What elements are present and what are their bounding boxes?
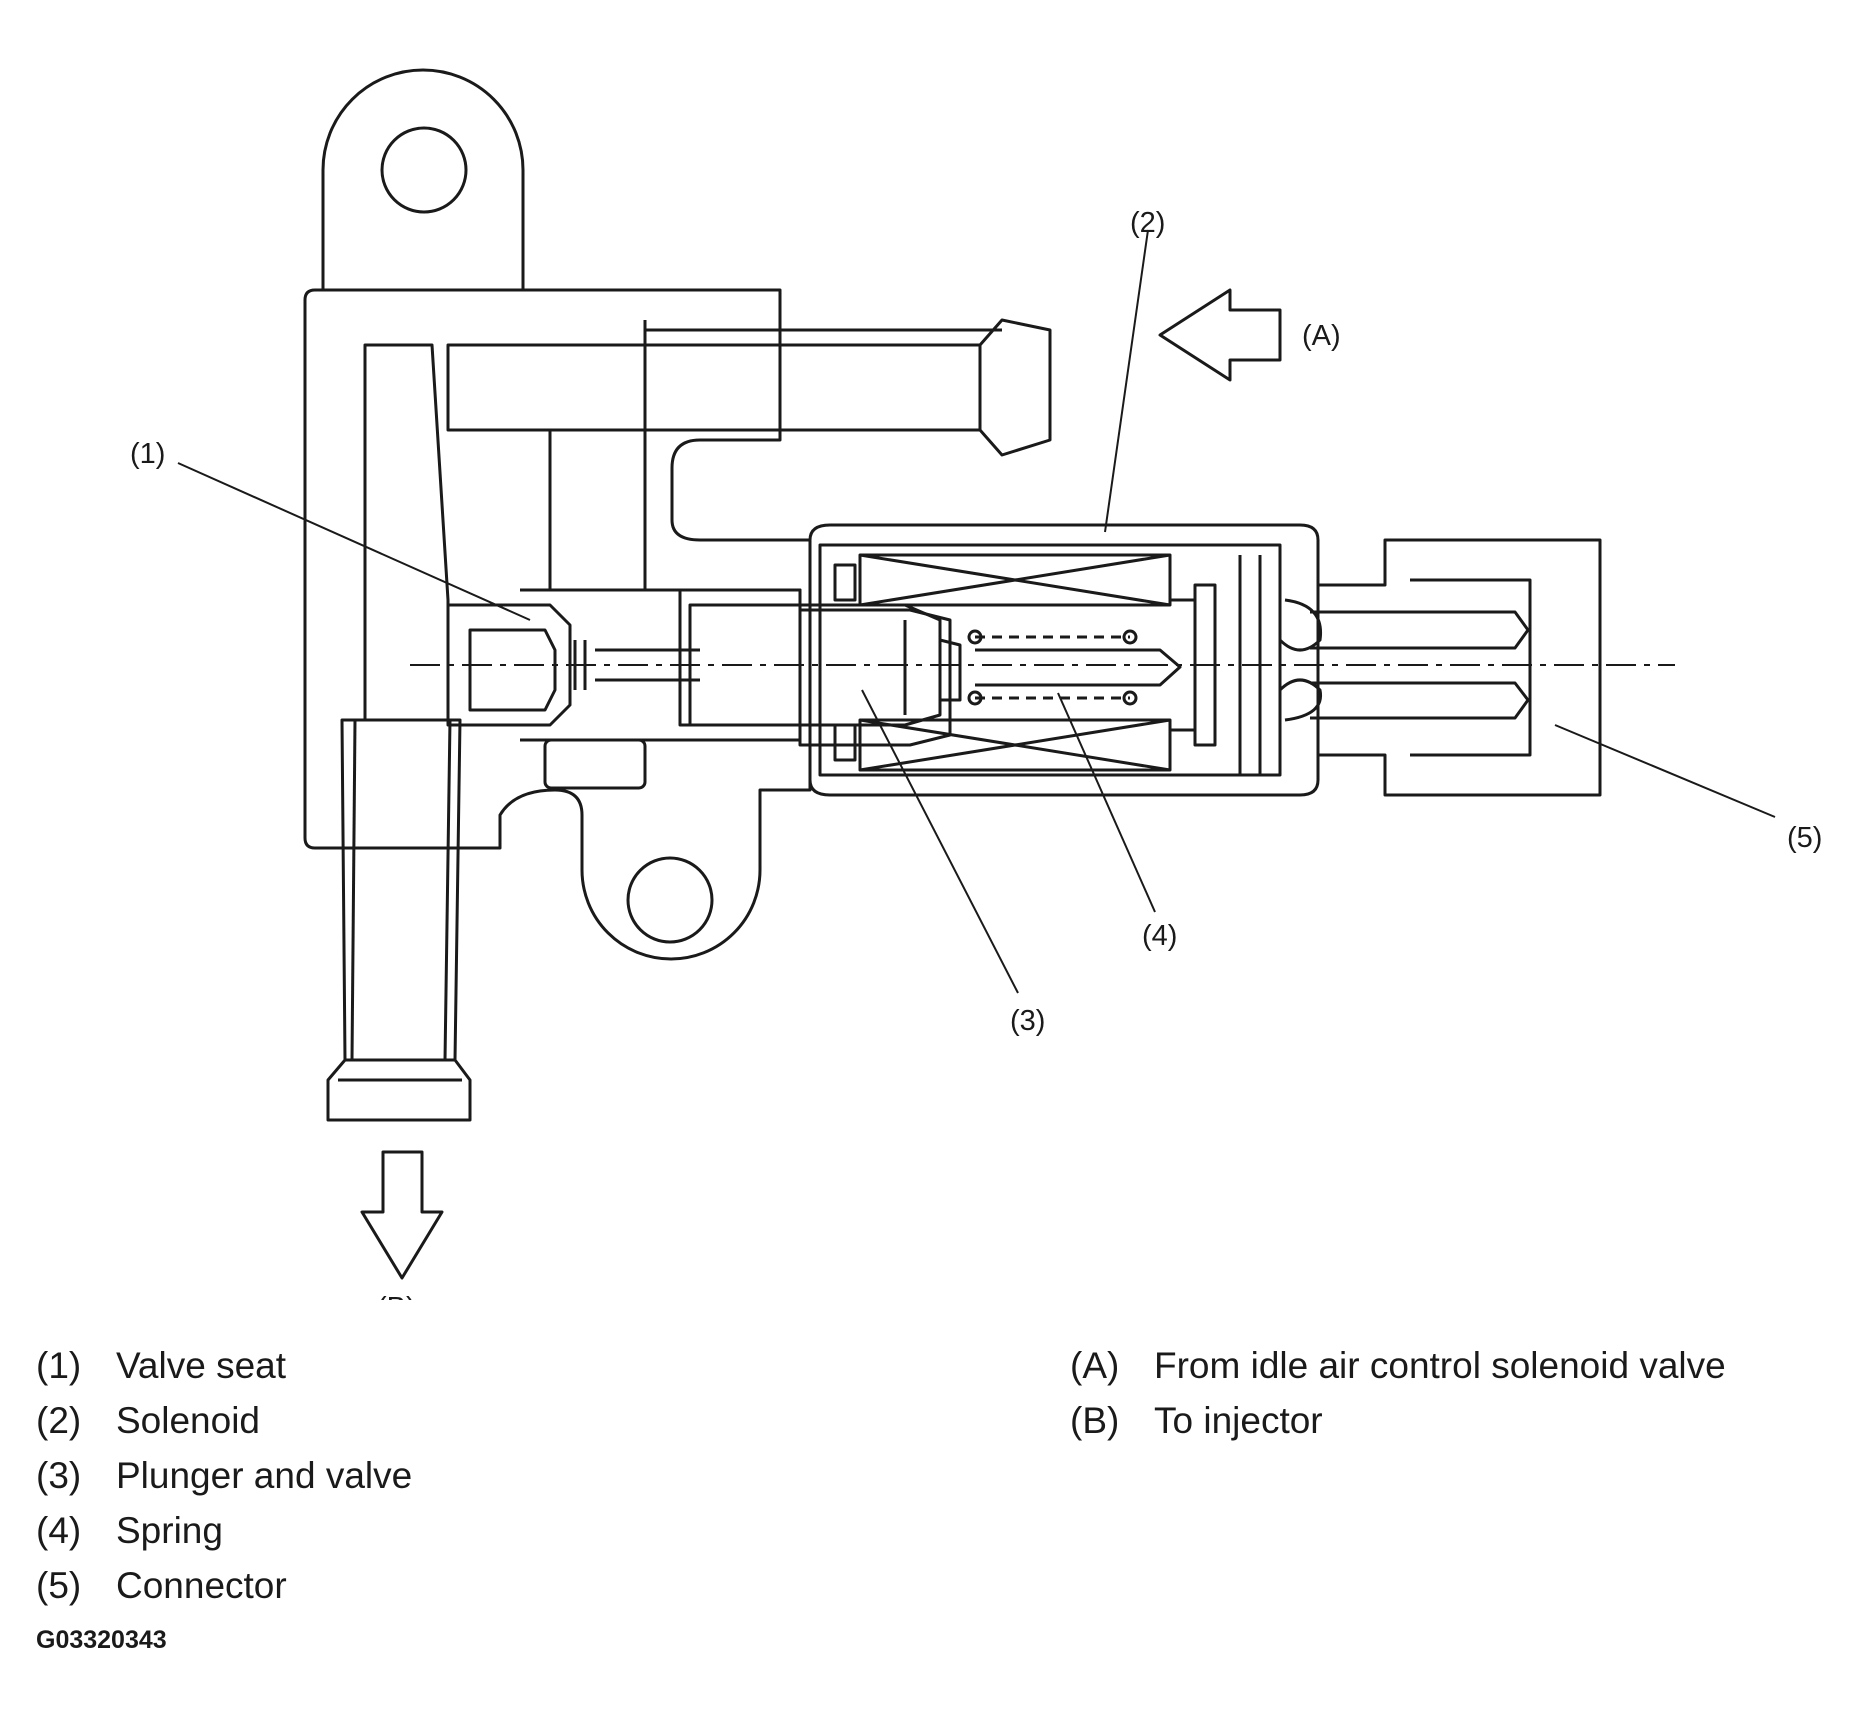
solenoid-valve-diagram: (1) (2) (A) (3) (4) (5) (B) (130, 68, 1822, 1300)
parts-legend: (1) Valve seat (2) Solenoid (3) Plunger … (36, 1338, 412, 1613)
valve-seat (446, 603, 572, 727)
solenoid-housing (808, 523, 1320, 797)
lower-mount-hole (626, 856, 714, 944)
flow-legend: (A) From idle air control solenoid valve… (1070, 1338, 1726, 1448)
valve-body (303, 288, 812, 961)
legend-key: (4) (36, 1510, 82, 1551)
outlet-hose (326, 718, 472, 1122)
legend-item: (3) Plunger and valve (36, 1448, 412, 1503)
legend-item: (B) To injector (1070, 1393, 1726, 1448)
legend-key: (1) (36, 1345, 82, 1386)
upper-mount-hole (380, 126, 468, 214)
legend-label: Valve seat (116, 1345, 287, 1386)
legend-key: (B) (1070, 1400, 1120, 1441)
leader-2 (1104, 229, 1149, 533)
callout-5: (5) (1787, 822, 1822, 854)
legend-label: To injector (1154, 1400, 1323, 1441)
legend-item: (A) From idle air control solenoid valve (1070, 1338, 1726, 1393)
legend-label: From idle air control solenoid valve (1154, 1345, 1726, 1386)
legend-item: (2) Solenoid (36, 1393, 412, 1448)
core-end-stop (1193, 583, 1217, 747)
leader-3 (861, 689, 1019, 994)
legend-key: (3) (36, 1455, 82, 1496)
legend-key: (2) (36, 1400, 82, 1441)
legend-label: Solenoid (116, 1400, 261, 1441)
upper-mount-ear (321, 68, 525, 290)
figure-id: G03320343 (36, 1626, 167, 1654)
connector-pin-upper (1310, 610, 1530, 650)
plunger (678, 588, 952, 747)
inlet-nipple (446, 318, 1052, 457)
connector-pin-lower (1310, 681, 1530, 720)
flow-arrow-a (1158, 288, 1282, 382)
legend-item: (5) Connector (36, 1558, 412, 1613)
leader-4 (1057, 692, 1156, 913)
callout-2: (2) (1130, 207, 1165, 239)
outlet-hose-top (363, 343, 450, 722)
legend-label: Plunger and valve (116, 1455, 413, 1496)
legend-key: (5) (36, 1565, 82, 1606)
connector (1318, 538, 1602, 797)
legend-label: Spring (116, 1510, 223, 1551)
spring (975, 635, 1130, 700)
callout-3: (3) (1010, 1005, 1045, 1037)
legend-key: (A) (1070, 1345, 1120, 1386)
callout-4: (4) (1142, 920, 1177, 952)
legend-item: (4) Spring (36, 1503, 412, 1558)
leader-5 (1554, 724, 1776, 818)
callout-a: (A) (1302, 320, 1341, 352)
callout-1: (1) (130, 438, 165, 470)
solenoid-coil-upper (858, 553, 1172, 607)
flow-arrow-b (360, 1150, 444, 1280)
callout-b: (B) (377, 1292, 416, 1300)
leader-1 (177, 462, 531, 621)
legend-label: Connector (116, 1565, 287, 1606)
legend-item: (1) Valve seat (36, 1338, 412, 1393)
